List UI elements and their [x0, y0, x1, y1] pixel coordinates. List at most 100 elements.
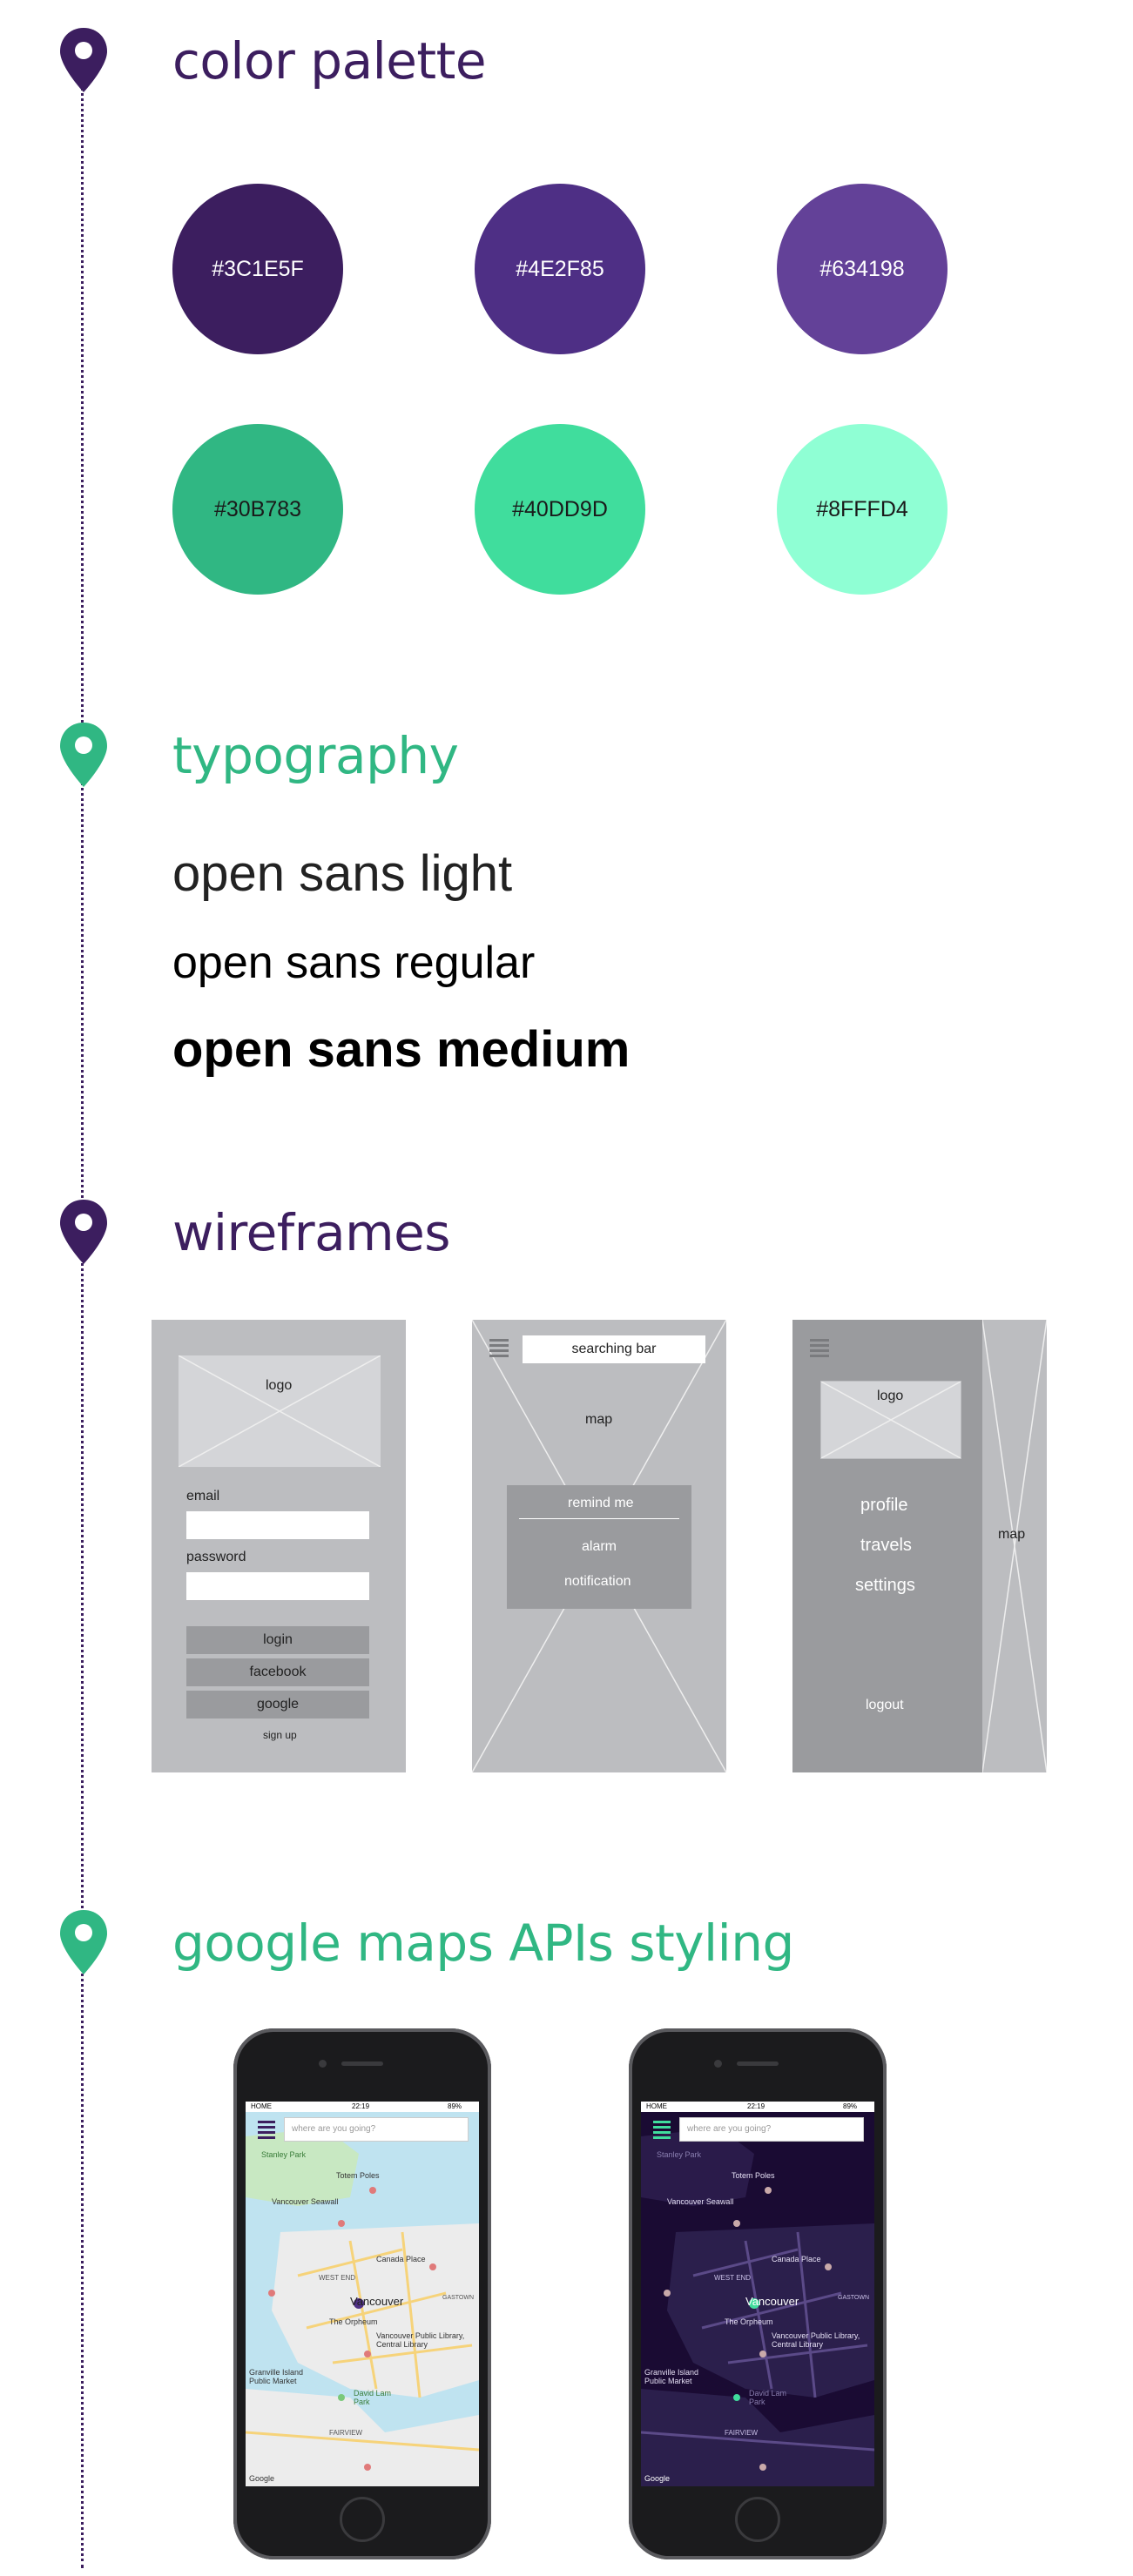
- map-label-seawall: Vancouver Seawall: [667, 2197, 734, 2206]
- map-screen-light: HOME 22:19 89% where are you going? Stan…: [246, 2102, 479, 2486]
- menu-item-profile[interactable]: profile: [860, 1496, 908, 1515]
- search-bar[interactable]: searching bar: [523, 1335, 705, 1363]
- home-button: [735, 2497, 780, 2542]
- map-light-graphic: [246, 2102, 479, 2486]
- camera: [319, 2060, 327, 2068]
- swatch-4: #30B783: [172, 424, 343, 595]
- map-label-gastown: GASTOWN: [838, 2295, 870, 2301]
- wireframe-map: searching bar map remind me alarm notifi…: [472, 1320, 726, 1772]
- logo-placeholder: logo: [178, 1355, 381, 1468]
- palette-title: color palette: [172, 31, 487, 91]
- map-label-david-lam: David Lam Park: [354, 2389, 392, 2406]
- map-label-orpheum: The Orpheum: [329, 2317, 378, 2326]
- map-screen-dark: HOME 22:19 89% where are you going? Stan…: [641, 2102, 874, 2486]
- map-label-totem: Totem Poles: [732, 2171, 775, 2180]
- signup-link[interactable]: sign up: [263, 1729, 297, 1741]
- swatch-1: #3C1E5F: [172, 184, 343, 354]
- location-pin-icon: [60, 28, 107, 92]
- map-label-fairview: FAIRVIEW: [329, 2429, 363, 2437]
- menu-item-logout[interactable]: logout: [866, 1698, 904, 1712]
- swatch-6: #8FFFD4: [777, 424, 948, 595]
- wireframes-title: wireframes: [172, 1203, 451, 1262]
- typo-regular-sample: open sans regular: [172, 938, 536, 988]
- swatch-5: #40DD9D: [475, 424, 645, 595]
- map-label-canada-place: Canada Place: [376, 2255, 426, 2263]
- logo-label: logo: [877, 1389, 904, 1403]
- menu-item-travels[interactable]: travels: [860, 1536, 912, 1555]
- hamburger-menu-icon[interactable]: [653, 2121, 671, 2139]
- location-pin-icon: [60, 723, 107, 787]
- map-label-canada-place: Canada Place: [772, 2255, 821, 2263]
- status-bar: HOME 22:19 89%: [641, 2102, 874, 2112]
- password-field[interactable]: [186, 1572, 369, 1600]
- divider: [519, 1518, 679, 1519]
- notification-option[interactable]: notification: [564, 1574, 631, 1589]
- swatch-1-hex: #3C1E5F: [212, 256, 304, 281]
- menu-item-settings[interactable]: settings: [855, 1576, 915, 1595]
- google-logo: Google: [644, 2474, 671, 2483]
- carrier-label: HOME: [646, 2102, 667, 2110]
- map-label-library: Vancouver Public Library, Central Librar…: [772, 2331, 860, 2349]
- google-logo: Google: [249, 2474, 275, 2483]
- map-label-orpheum: The Orpheum: [725, 2317, 773, 2326]
- email-field[interactable]: [186, 1511, 369, 1539]
- password-label: password: [186, 1550, 246, 1564]
- map-label-totem: Totem Poles: [336, 2171, 380, 2180]
- login-button[interactable]: login: [186, 1626, 369, 1654]
- map-label-seawall: Vancouver Seawall: [272, 2197, 339, 2206]
- status-bar: HOME 22:19 89%: [246, 2102, 479, 2112]
- swatch-5-hex: #40DD9D: [512, 496, 608, 521]
- maps-title: google maps APIs styling: [172, 1914, 794, 1973]
- location-pin-icon: [60, 1910, 107, 1974]
- map-label-gastown: GASTOWN: [442, 2295, 475, 2301]
- wireframe-menu: map logo profile travels settings logout: [792, 1320, 1047, 1772]
- map-label: map: [998, 1527, 1026, 1542]
- clock: 22:19: [352, 2102, 370, 2110]
- speaker: [737, 2061, 779, 2066]
- map-label-david-lam: David Lam Park: [749, 2389, 787, 2406]
- map-label-granville: Granville Island Public Market: [249, 2368, 304, 2385]
- typo-medium-sample: open sans medium: [172, 1021, 631, 1078]
- swatch-2: #4E2F85: [475, 184, 645, 354]
- alarm-option[interactable]: alarm: [582, 1539, 617, 1554]
- speaker: [341, 2061, 383, 2066]
- swatch-2-hex: #4E2F85: [516, 256, 604, 281]
- swatch-4-hex: #30B783: [213, 496, 302, 521]
- home-button: [340, 2497, 385, 2542]
- hamburger-menu-icon[interactable]: [489, 1339, 509, 1360]
- swatch-3: #634198: [777, 184, 948, 354]
- swatch-3-hex: #634198: [819, 256, 905, 281]
- map-label-westend: WEST END: [319, 2274, 356, 2282]
- clock: 22:19: [747, 2102, 765, 2110]
- map-label-granville: Granville Island Public Market: [644, 2368, 699, 2385]
- wireframe-login: logo email password login facebook googl…: [152, 1320, 406, 1772]
- typo-light-sample: open sans light: [172, 845, 513, 902]
- remind-me-label: remind me: [568, 1496, 634, 1510]
- map-label-stanley: Stanley Park: [657, 2150, 702, 2159]
- battery-level: 89%: [843, 2102, 858, 2110]
- search-input[interactable]: where are you going?: [679, 2117, 864, 2142]
- logo-label: logo: [266, 1378, 293, 1393]
- timeline-line: [81, 61, 84, 2568]
- google-button[interactable]: google: [186, 1691, 369, 1718]
- location-pin-icon: [60, 1200, 107, 1264]
- map-label-library: Vancouver Public Library, Central Librar…: [376, 2331, 465, 2349]
- phone-dark-map: HOME 22:19 89% where are you going? Stan…: [629, 2028, 887, 2559]
- battery-level: 89%: [448, 2102, 462, 2110]
- map-dark-graphic: [641, 2102, 874, 2486]
- swatch-6-hex: #8FFFD4: [816, 496, 908, 521]
- map-label-vancouver: Vancouver: [350, 2295, 404, 2308]
- camera: [714, 2060, 722, 2068]
- hamburger-menu-icon[interactable]: [258, 2121, 275, 2139]
- map-label-fairview: FAIRVIEW: [725, 2429, 759, 2437]
- carrier-label: HOME: [251, 2102, 272, 2110]
- facebook-button[interactable]: facebook: [186, 1658, 369, 1686]
- hamburger-menu-icon[interactable]: [810, 1339, 829, 1360]
- logo-placeholder: logo: [820, 1381, 961, 1459]
- typography-title: typography: [172, 726, 459, 785]
- search-input[interactable]: where are you going?: [284, 2117, 469, 2142]
- map-label: map: [585, 1412, 613, 1427]
- phone-light-map: HOME 22:19 89% where are you going? Stan…: [233, 2028, 491, 2559]
- reminder-panel: remind me alarm notification: [507, 1485, 691, 1609]
- map-label-stanley: Stanley Park: [261, 2150, 307, 2159]
